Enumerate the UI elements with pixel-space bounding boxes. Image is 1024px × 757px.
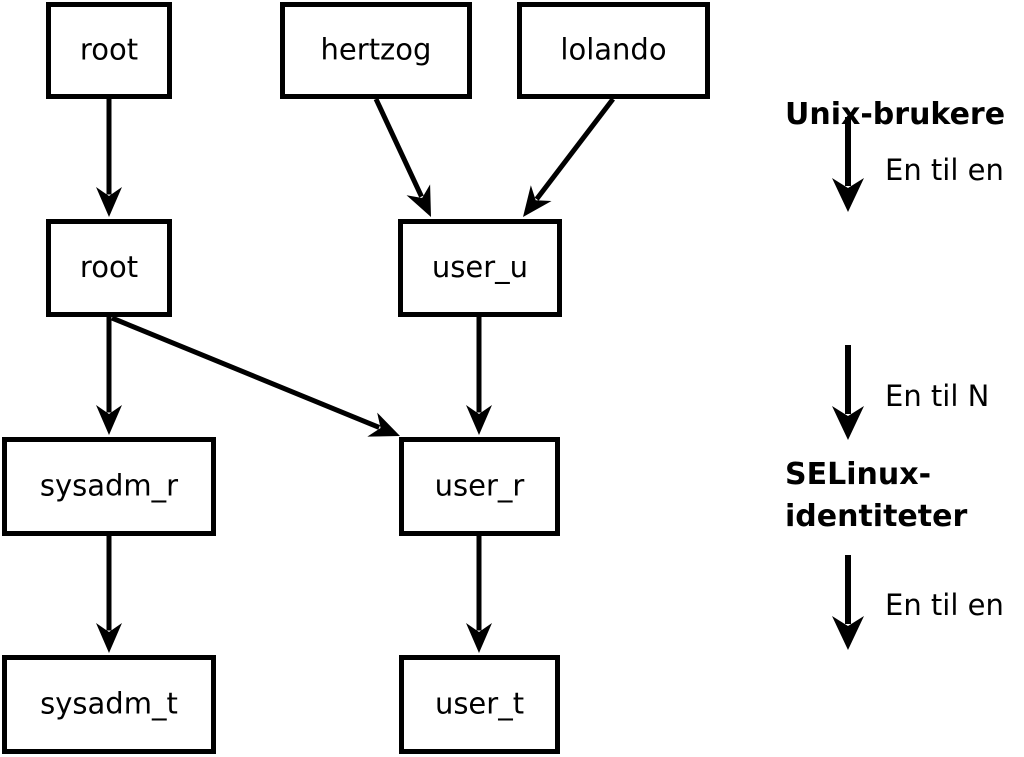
edge-unix_lolando-to-sel_user_u: [523, 97, 615, 217]
legend-stage-line: SELinux-: [785, 457, 931, 492]
node-label: user_u: [432, 250, 528, 284]
node-role_sysadm_r[interactable]: sysadm_r: [2, 437, 216, 536]
node-label: user_t: [435, 687, 524, 721]
node-box: [517, 2, 710, 99]
legend-relation-label: En til N: [885, 379, 989, 413]
arrowhead-icon: [96, 187, 122, 217]
node-box: [46, 219, 172, 317]
edge-role_sysadm_r-to-dom_sysadm_t: [96, 536, 122, 653]
node-unix_hertzog[interactable]: hertzog: [280, 2, 472, 99]
legend-stage-line: identiteter: [785, 499, 967, 534]
node-label: hertzog: [321, 33, 432, 67]
stage-selinux-identiteter: SELinux-identiteter: [785, 457, 967, 534]
relation-one-to-one-top: En til en: [832, 117, 1004, 212]
node-sel_user_u[interactable]: user_u: [398, 219, 562, 317]
node-label: root: [80, 250, 138, 284]
legend-layer: En til en En til N En til en Unix-brukereSE…: [785, 97, 1005, 650]
arrowhead-icon: [466, 623, 492, 653]
node-sel_root[interactable]: root: [46, 219, 172, 317]
relation-one-to-one-bottom: En til en: [832, 555, 1004, 650]
legend-relation-label: En til en: [885, 153, 1004, 187]
node-box: [398, 219, 562, 317]
edge-sel_root-to-role_user_r: [111, 315, 400, 437]
node-unix_root[interactable]: root: [46, 2, 172, 99]
node-box: [280, 2, 472, 99]
edge-unix_hertzog-to-sel_user_u: [373, 97, 431, 217]
edge-unix_root-to-sel_root: [96, 99, 122, 217]
arrowhead-icon: [406, 184, 431, 217]
relation-one-to-n: En til N: [832, 345, 989, 440]
arrowhead-icon: [96, 623, 122, 653]
edge-sel_user_u-to-role_user_r: [466, 317, 492, 435]
arrowhead-icon: [523, 185, 552, 217]
arrowhead-icon: [466, 405, 492, 435]
node-label: user_r: [435, 469, 525, 503]
arrowhead-icon: [832, 178, 864, 212]
arrowhead-icon: [96, 405, 122, 435]
node-box: [399, 655, 560, 754]
node-dom_sysadm_t[interactable]: sysadm_t: [2, 655, 216, 754]
node-box: [2, 655, 216, 754]
node-label: sysadm_t: [40, 687, 178, 721]
legend-relation-label: En til en: [885, 588, 1004, 622]
node-box: [46, 2, 172, 99]
node-dom_user_t[interactable]: user_t: [399, 655, 560, 754]
node-role_user_r[interactable]: user_r: [399, 437, 560, 536]
arrowhead-icon: [832, 616, 864, 650]
edge-role_user_r-to-dom_user_t: [466, 536, 492, 653]
arrowhead-icon: [367, 412, 400, 437]
node-unix_lolando[interactable]: lolando: [517, 2, 710, 99]
node-label: lolando: [560, 33, 666, 67]
node-label: sysadm_r: [40, 469, 178, 503]
arrowhead-icon: [832, 406, 864, 440]
node-box: [2, 437, 216, 536]
legend-stage-line: Unix-brukere: [785, 97, 1005, 132]
node-box: [399, 437, 560, 536]
edge-sel_root-to-role_sysadm_r: [96, 317, 122, 435]
stage-unix-brukere: Unix-brukere: [785, 97, 1005, 132]
edges-layer: [96, 97, 615, 653]
node-label: root: [80, 33, 138, 67]
